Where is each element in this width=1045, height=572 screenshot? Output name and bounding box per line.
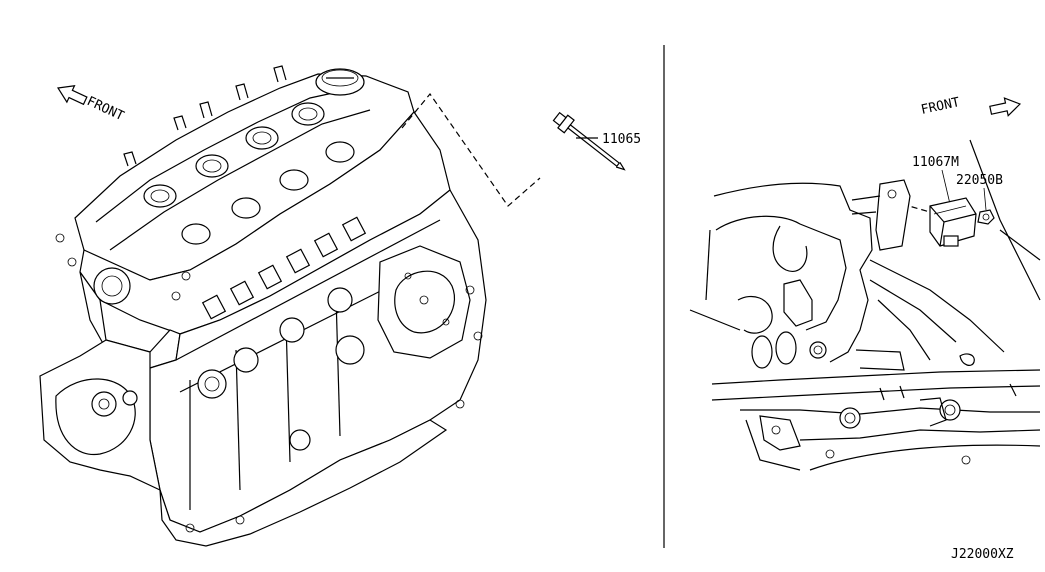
engine-assembly — [39, 65, 487, 547]
injector-ports — [143, 102, 325, 208]
nut-22050B — [977, 209, 995, 225]
right-panel: FRONT 11067M 22050B — [689, 95, 1041, 471]
front-label-right: FRONT — [920, 95, 962, 118]
front-arrow-right-icon — [989, 97, 1022, 117]
oil-filler-cap — [315, 68, 365, 96]
glow-controller — [929, 197, 977, 247]
front-arrow-left-icon — [56, 85, 88, 106]
part-label-11065: 11065 — [602, 132, 641, 147]
subframe — [711, 369, 1041, 471]
manifold-ports — [201, 216, 367, 320]
glow-plug — [552, 111, 626, 171]
leader-22050B — [983, 187, 987, 211]
figure-code: J22000XZ — [951, 547, 1014, 562]
installation-dashed-line — [401, 93, 541, 207]
part-label-11067M: 11067M — [912, 155, 959, 170]
engine-side-casting — [689, 139, 1041, 371]
front-label-left: FRONT — [84, 94, 126, 124]
part-label-22050B: 22050B — [956, 173, 1003, 188]
leader-11067M — [941, 169, 951, 205]
mounting-bracket — [851, 179, 911, 251]
left-panel: FRONT — [39, 65, 641, 547]
